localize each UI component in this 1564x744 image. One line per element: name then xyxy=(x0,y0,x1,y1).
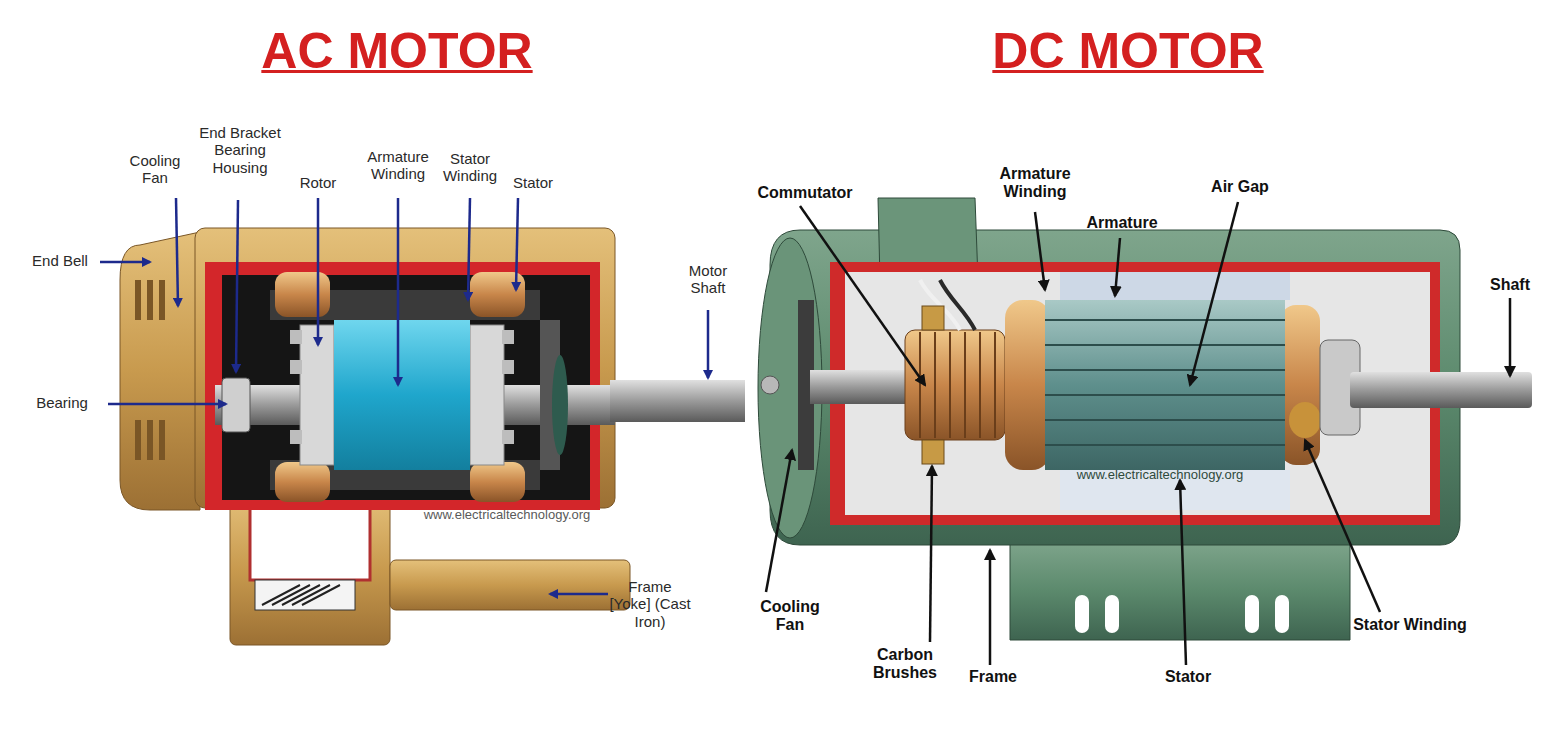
leader-lines-ac xyxy=(100,198,708,594)
watermark: www.electricaltechnology.org xyxy=(1050,468,1270,483)
part-label: Stator xyxy=(1148,668,1228,686)
part-label: Rotor xyxy=(288,174,348,191)
part-label: Cooling Fan xyxy=(120,152,190,187)
part-label: End Bell xyxy=(20,252,100,269)
part-label: Carbon Brushes xyxy=(855,646,955,683)
part-label: Frame [Yoke] (Cast Iron) xyxy=(609,578,691,630)
part-label: Air Gap xyxy=(1195,178,1285,196)
leader-lines-dc xyxy=(766,202,1510,665)
part-label: Shaft xyxy=(1480,276,1540,294)
heading: DC MOTOR xyxy=(963,24,1293,79)
part-label: Stator xyxy=(503,174,563,191)
part-label: Armature Winding xyxy=(985,165,1085,202)
part-label: Motor Shaft xyxy=(673,262,743,297)
part-label: Stator Winding xyxy=(435,150,505,185)
part-label: Cooling Fan xyxy=(745,598,835,635)
part-label: Frame xyxy=(958,668,1028,686)
part-label: Commutator xyxy=(740,184,870,202)
watermark: www.electricaltechnology.org xyxy=(397,508,617,523)
part-label: Armature Winding xyxy=(358,148,438,183)
part-label: Armature xyxy=(1072,214,1172,232)
heading: AC MOTOR xyxy=(237,24,557,79)
part-label: Stator Winding xyxy=(1340,616,1480,634)
part-label: End Bracket Bearing Housing xyxy=(185,124,295,176)
dc-motor-drawing xyxy=(758,198,1532,640)
part-label: Bearing xyxy=(22,394,102,411)
ac-motor-drawing xyxy=(120,228,745,645)
